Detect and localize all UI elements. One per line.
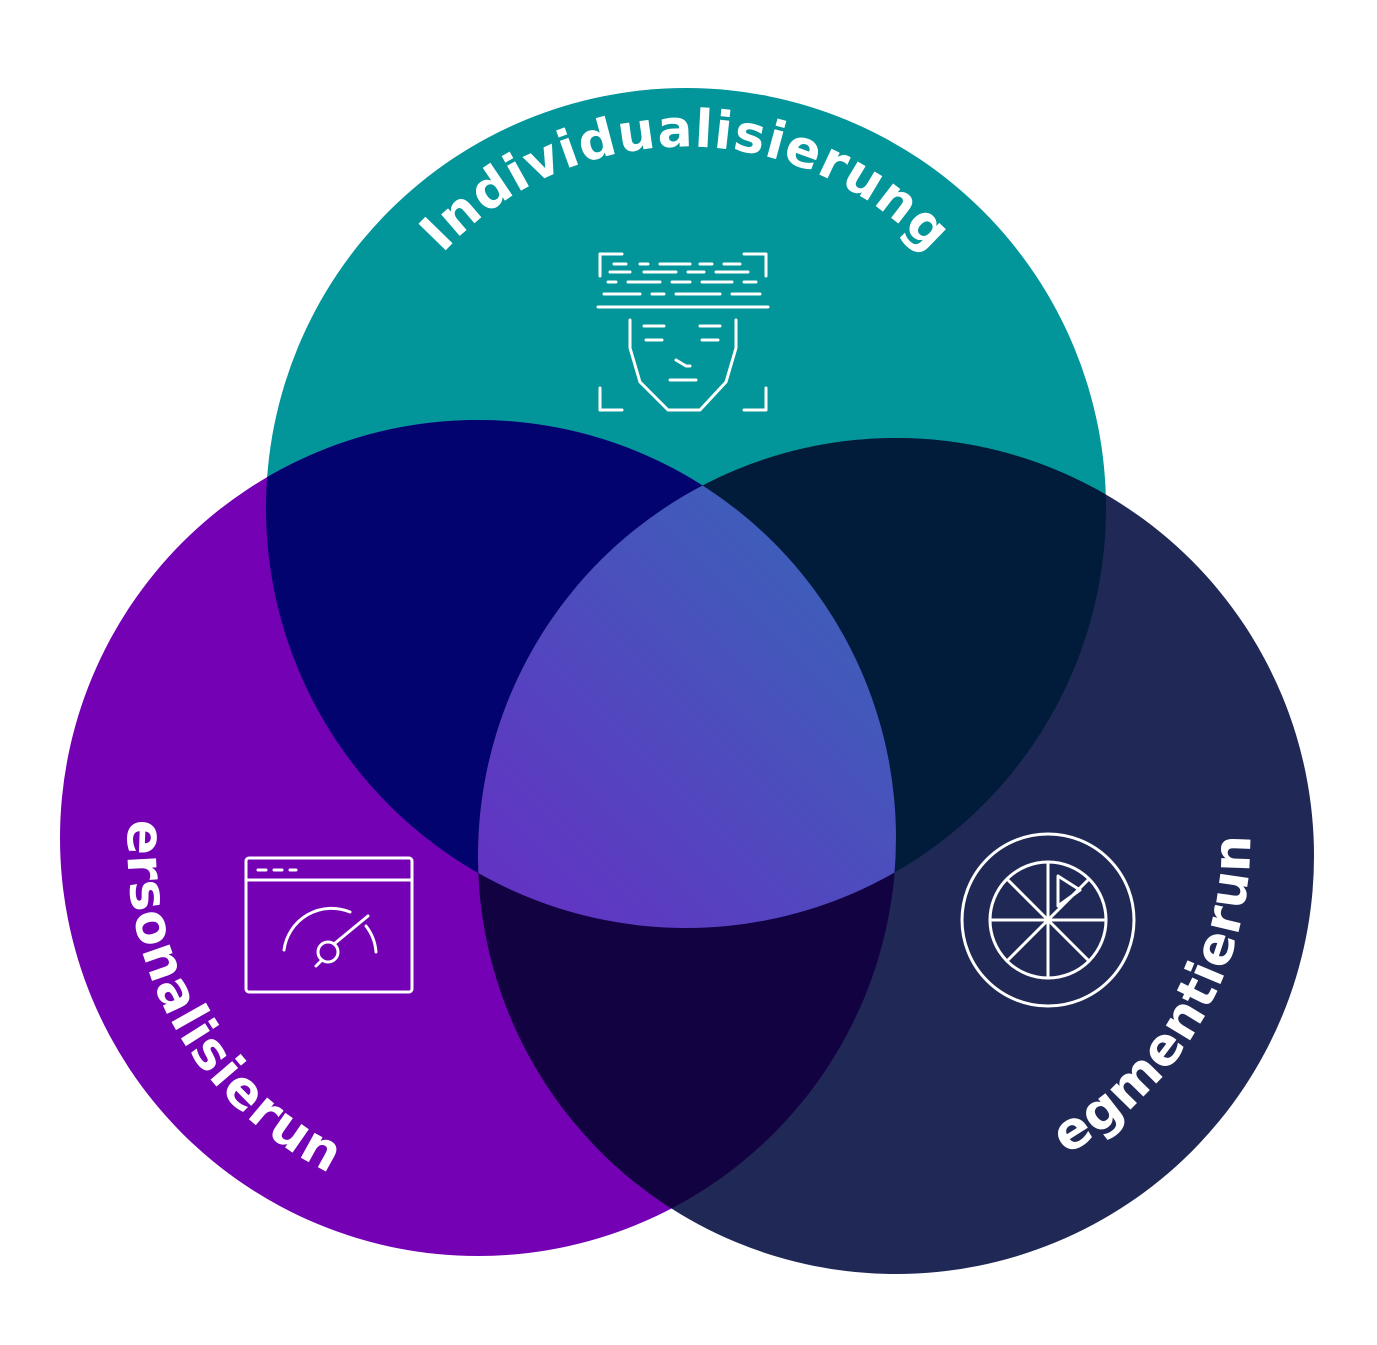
face-scan-icon [596, 252, 770, 412]
pie-segment-icon [960, 832, 1136, 1008]
browser-speedometer-icon [244, 856, 414, 994]
overlap-center [478, 438, 896, 928]
